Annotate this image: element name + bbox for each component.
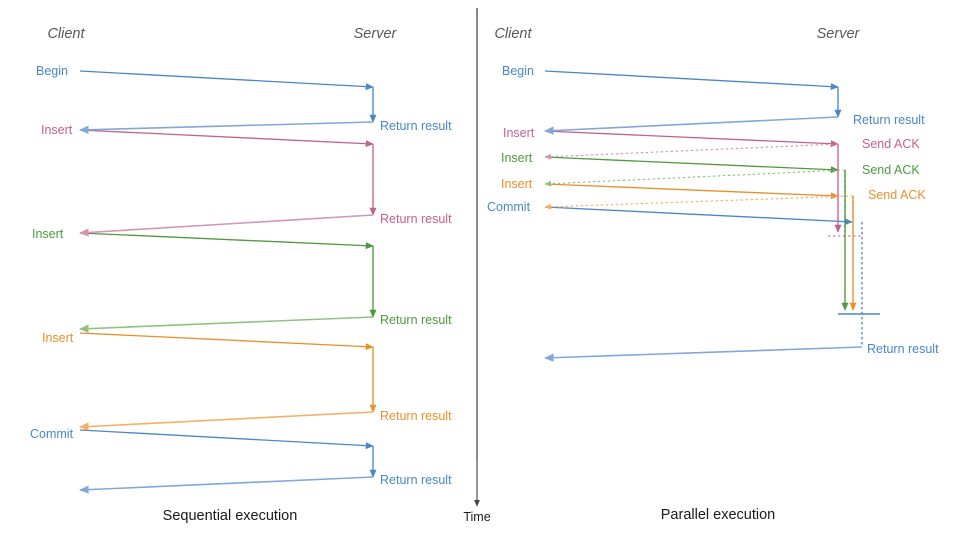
time-axis-layer: Time [463,14,491,524]
client-label-sequential-0: Begin [36,64,68,78]
lane-title-server: Server [354,26,398,42]
server-label-sequential-2: Return result [380,313,452,327]
insert3-request [79,332,374,351]
server-label-parallel-4: Return result [867,342,939,356]
begin-request [79,70,374,91]
commit-response [544,346,863,362]
time-axis-label: Time [463,510,490,524]
client-label-sequential-3: Insert [42,331,74,345]
client-label-parallel-0: Begin [502,64,534,78]
client-label-sequential-4: Commit [30,427,74,441]
lane-title-client: Client [494,26,532,42]
commit-request [79,429,374,450]
server-label-parallel-0: Return result [853,113,925,127]
insert2-ack [544,169,846,187]
insert3-ack [544,195,854,210]
insert1-ack [544,143,839,160]
server-label-parallel-3: Send ACK [868,188,926,202]
client-label-parallel-4: Commit [487,200,531,214]
client-label-sequential-1: Insert [41,123,73,137]
insert1-response [79,214,374,237]
server-label-parallel-2: Send ACK [862,163,920,177]
commit-request [544,206,853,226]
client-label-sequential-2: Insert [32,227,64,241]
insert3-response [79,411,374,431]
lane-title-client: Client [47,26,85,42]
server-label-sequential-1: Return result [380,212,452,226]
begin-request [544,70,839,91]
client-label-parallel-2: Insert [501,151,533,165]
insert2-request [544,156,839,174]
begin-response [79,121,374,134]
caption-parallel: Parallel execution [661,507,775,523]
server-label-sequential-4: Return result [380,473,452,487]
insert1-request [79,129,374,148]
insert2-request [79,232,374,250]
lane-title-server: Server [817,26,861,42]
begin-response [544,116,839,135]
server-label-sequential-3: Return result [380,409,452,423]
commit-response [79,476,374,494]
caption-sequential: Sequential execution [163,508,298,524]
insert2-response [79,316,374,333]
insert1-request [544,130,839,148]
client-label-parallel-3: Insert [501,177,533,191]
server-label-sequential-0: Return result [380,119,452,133]
insert3-request [544,183,839,200]
client-label-parallel-1: Insert [503,126,535,140]
server-label-parallel-1: Send ACK [862,137,920,151]
